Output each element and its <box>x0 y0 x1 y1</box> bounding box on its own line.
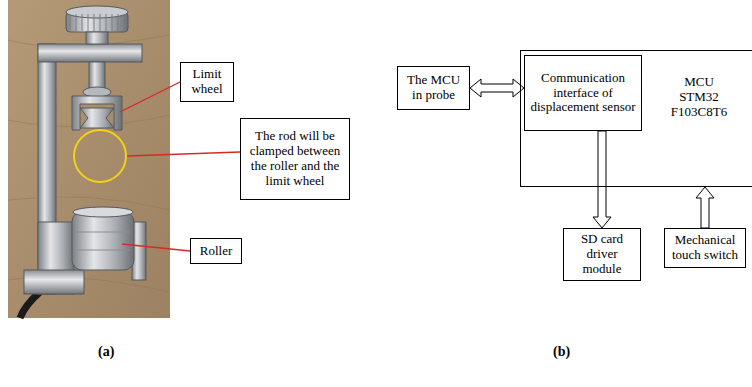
node-text: SD card driver module <box>567 232 637 277</box>
mcu-box: MCU STM32 F103C8T6 Communication interfac… <box>520 50 752 187</box>
block-arrow <box>593 131 611 228</box>
process-box: Mechanical touch switch <box>664 228 746 268</box>
panel-label: (a) <box>98 344 114 360</box>
callout-box: Limit wheel <box>180 62 234 102</box>
node-text: Roller <box>200 244 233 259</box>
node-text: MCU STM32 F103C8T6 <box>667 75 731 120</box>
block-arrow <box>696 187 714 228</box>
callout-box: Roller <box>190 238 242 264</box>
node-text: Limit wheel <box>184 67 230 97</box>
node-text: Mechanical touch switch <box>668 233 742 263</box>
process-box: The MCU in probe <box>397 66 470 110</box>
block-arrow <box>470 79 524 97</box>
process-box: SD card driver module <box>563 228 641 281</box>
node-text: Communication interface of displacement … <box>528 71 638 116</box>
callout-box: The rod will be clamped between the roll… <box>240 118 350 200</box>
panel-label: (b) <box>553 344 570 360</box>
node-text: The MCU in probe <box>401 73 466 103</box>
process-box: Communication interface of displacement … <box>524 55 642 131</box>
node-text: The rod will be clamped between the roll… <box>244 129 346 189</box>
